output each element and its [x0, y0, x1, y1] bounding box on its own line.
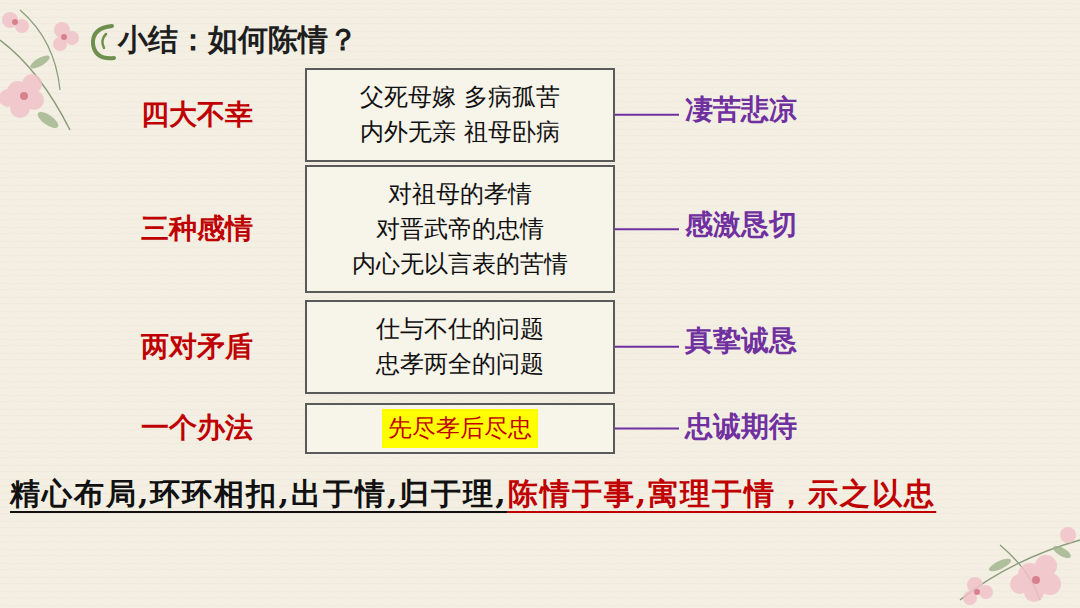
summary-tag: 忠诚期待 [685, 408, 797, 446]
summary-tag: 真挚诚恳 [685, 322, 797, 360]
summary-sentence: 陈情于事,寓理于情，示之以忠 [508, 474, 936, 515]
section-heading: 一个办法 [112, 409, 282, 447]
summary-tag: 感激恳切 [685, 206, 797, 244]
box-text: 先尽孝后尽忠 [382, 409, 538, 448]
summary-text: 忠诚期待 [685, 408, 797, 446]
connector-line [615, 427, 679, 429]
box-text: 父死母嫁 多病孤苦 内外无亲 祖母卧病 [330, 74, 590, 156]
flower-bottom-right [960, 527, 1080, 605]
section-heading: 两对矛盾 [112, 328, 282, 366]
section-heading: 四大不幸 [112, 96, 282, 134]
box-text: 对祖母的孝情 对晋武帝的忠情 内心无以言表的苦情 [320, 171, 600, 287]
box-text: 仕与不仕的问题 忠孝两全的问题 [320, 306, 600, 388]
slide-title: 小结：如何陈情？ [118, 20, 358, 61]
flower-top-left [0, 10, 79, 131]
connector-line [615, 228, 679, 230]
summary-text: 凄苦悲凉 [685, 91, 797, 129]
content-box: 三种感情对祖母的孝情 对晋武帝的忠情 内心无以言表的苦情 [305, 165, 615, 293]
summary-tag: 凄苦悲凉 [685, 91, 797, 129]
content-box: 两对矛盾仕与不仕的问题 忠孝两全的问题 [305, 300, 615, 394]
section-heading: 三种感情 [112, 210, 282, 248]
summary-line: 精心布局,环环相扣,出于情,归于理,陈情于事,寓理于情，示之以忠 [10, 474, 936, 515]
summary-text: 感激恳切 [685, 206, 797, 244]
connector-line [615, 346, 679, 348]
content-box: 一个办法先尽孝后尽忠 [305, 403, 615, 454]
summary-text: 真挚诚恳 [685, 322, 797, 360]
title-curl [93, 26, 114, 58]
connector-line [615, 114, 679, 116]
summary-sentence: 精心布局,环环相扣,出于情,归于理, [10, 474, 508, 515]
content-box: 四大不幸父死母嫁 多病孤苦 内外无亲 祖母卧病 [305, 68, 615, 162]
